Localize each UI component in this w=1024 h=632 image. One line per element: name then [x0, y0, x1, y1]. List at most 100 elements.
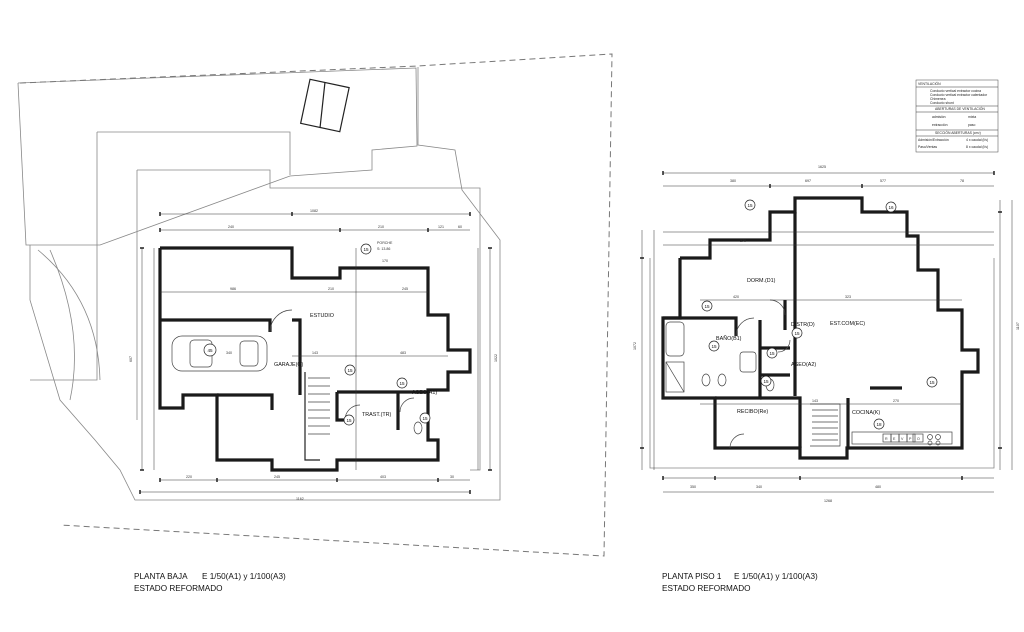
first-mark-2: 15 [701, 300, 713, 312]
first-room-cocina: COCINA(K) [852, 410, 880, 416]
first-dim-mid-b: 420 [733, 295, 739, 299]
ground-dim-b-c: 403 [380, 475, 386, 479]
ground-plan-scale: E 1/50(A1) y 1/100(A3) [202, 572, 286, 581]
ground-wall-garage-top [160, 318, 272, 332]
legend-section-header: SECCIÓN ABERTURAS (cm²) [935, 130, 981, 135]
ground-dim-top-a: 240 [228, 225, 234, 229]
svg-text:16: 16 [888, 205, 894, 210]
first-dim-left-v: 1072 [633, 342, 637, 350]
first-dimension-lines [641, 172, 1013, 493]
kitchen-counter [851, 431, 953, 445]
ground-mark-3: 15 [344, 364, 356, 376]
plot-curve [37, 249, 101, 381]
ground-wall-storage [335, 392, 345, 422]
first-stairs [810, 403, 841, 447]
first-wall-recibo [760, 396, 802, 448]
plot-inner-frame [137, 169, 481, 471]
first-dim-mid-c: 323 [845, 295, 851, 299]
svg-text:O: O [917, 437, 920, 441]
appliance-labels: R E V P O [882, 433, 924, 443]
first-dim-mid-a: 370 [740, 239, 746, 243]
car-outline [171, 335, 268, 372]
first-mark-3: 16 [885, 201, 897, 213]
ground-dim-top-c: 121 [438, 225, 444, 229]
first-room-recibo: RECIBO(Re) [737, 409, 768, 415]
legend-header: VENTILACIÓN [918, 81, 941, 86]
svg-text:15: 15 [704, 304, 710, 309]
ground-dim-misc-b: 143 [312, 351, 318, 355]
first-dim-b-b: 340 [756, 485, 762, 489]
first-dimension-ticks [640, 171, 1002, 480]
ground-mark-6: 15 [419, 412, 431, 424]
first-room-est-com: EST.COM(EC) [830, 321, 865, 327]
ground-room-estudio: ESTUDIO [310, 313, 334, 319]
ground-dim-left-v: 607 [129, 356, 133, 362]
first-dim-top-c: 577 [880, 179, 886, 183]
svg-text:15: 15 [929, 380, 935, 385]
ground-mark-5: 15 [343, 414, 355, 426]
first-dim-bottom-total: 1268 [824, 499, 832, 503]
svg-text:E: E [893, 437, 896, 441]
ground-room-traster: TRAST.(TR) [362, 412, 392, 418]
ground-room-porche: PORCHE [377, 241, 393, 245]
first-toilet [717, 373, 727, 387]
svg-text:R: R [885, 437, 888, 441]
svg-text:45: 45 [207, 348, 213, 353]
legend-admission-value: 4 x caudal (l/s) [966, 138, 988, 142]
ground-dim-right-v: 1022 [494, 354, 498, 362]
plot-line-left [97, 131, 291, 175]
first-mark-9: 18 [873, 418, 885, 430]
ground-mark-2: 15 [360, 243, 372, 255]
legend-pass-windows: Paso/Ventas [918, 145, 937, 149]
ground-wall-garage-right [292, 318, 302, 395]
svg-text:15: 15 [794, 331, 800, 336]
car-rear [239, 340, 259, 367]
first-mark-6: 15 [791, 327, 803, 339]
first-door-arc-1 [735, 317, 755, 337]
ground-wall-stairs [217, 393, 274, 410]
washbasin [739, 351, 757, 373]
first-dim-b-a: 350 [690, 485, 696, 489]
ground-dim-misc-a: 340 [226, 351, 232, 355]
ground-room-aseo: ASEO(A1) [412, 390, 437, 396]
svg-text:15: 15 [763, 379, 769, 384]
plot-dashed-boundary [19, 53, 613, 557]
svg-text:15: 15 [346, 418, 352, 423]
legend-row-3: Chimenea [930, 97, 946, 101]
ground-dim-misc-d: 170 [382, 259, 388, 263]
first-door-arc-3 [729, 433, 745, 449]
first-dim-mid-d: 143 [812, 399, 818, 403]
bidet [701, 373, 711, 387]
legend-pass-value: 8 x caudal (l/s) [966, 145, 988, 149]
first-dim-b-c: 480 [875, 485, 881, 489]
legend-admission-extraction: Admisión/Extracción [918, 138, 949, 142]
first-room-dorm: DORM.(D1) [747, 278, 776, 284]
legend-row-4: Conducto shunt [930, 101, 954, 105]
legend-pass: paso [968, 123, 975, 127]
first-dim-right-v: 1107 [1016, 322, 1020, 330]
first-thin-frame [649, 258, 995, 469]
ground-toilet [413, 421, 423, 435]
ground-dim-top-b: 210 [378, 225, 384, 229]
hob-2 [935, 434, 941, 440]
first-dim-top-a: 380 [730, 179, 736, 183]
plot-curve-2 [49, 249, 75, 401]
hob-4 [935, 440, 941, 446]
svg-text:15: 15 [769, 351, 775, 356]
first-mark-7: 15 [760, 375, 772, 387]
bathtub [665, 321, 685, 357]
ventilation-legend: VENTILACIÓN Conducto vertical extractor … [915, 79, 999, 153]
first-wall-bath-top [663, 316, 738, 336]
ground-dim-b-d: 30 [450, 475, 454, 479]
first-mark-1: 15 [744, 199, 756, 211]
first-exterior-walls [661, 196, 980, 460]
legend-row-2: Conducto vertical extractor calentador [930, 93, 988, 97]
ground-stairs [308, 377, 330, 435]
svg-text:15: 15 [399, 381, 405, 386]
ground-mark-4: 15 [396, 377, 408, 389]
ground-plan-title: PLANTA BAJA [134, 572, 188, 581]
legend-extraction: extracción [932, 123, 948, 127]
svg-text:15: 15 [422, 416, 428, 421]
plot-line-inner [30, 132, 98, 381]
first-dim-mid-e: 270 [893, 399, 899, 403]
